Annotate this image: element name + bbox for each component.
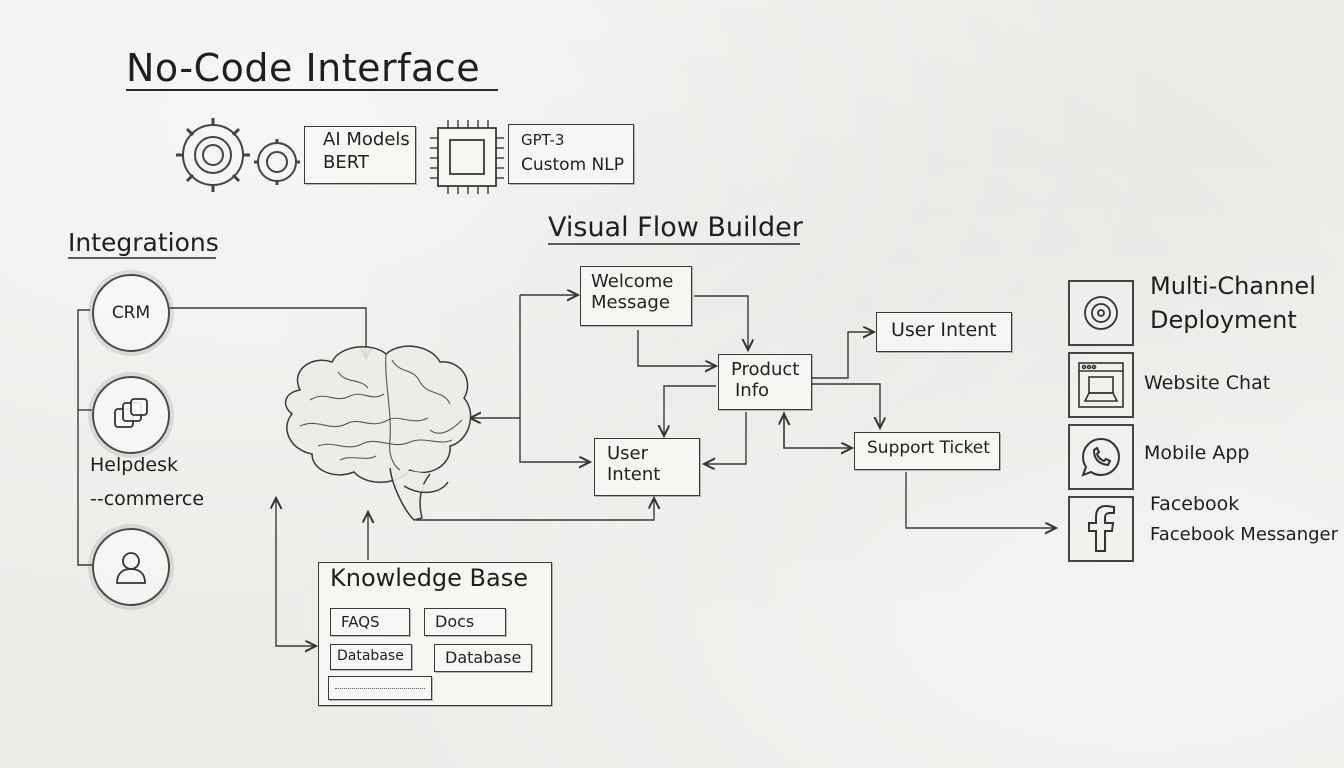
user-intent-mid-node[interactable]: User Intent [594, 438, 700, 496]
welcome-line-1: Welcome [591, 271, 674, 292]
facebook-channel[interactable] [1068, 496, 1134, 562]
mobile-app-channel[interactable] [1068, 424, 1134, 490]
ai-models-label: AI Models [323, 129, 410, 150]
bert-label: BERT [323, 152, 369, 173]
kb-faqs[interactable]: FAQS [330, 608, 410, 636]
kb-database-2[interactable]: Database [434, 644, 532, 672]
kb-database-1[interactable]: Database [330, 644, 412, 670]
ai-models-box: AI Models BERT [304, 126, 416, 184]
crm-label: CRM [111, 303, 151, 323]
support-ticket-label: Support Ticket [867, 438, 990, 458]
kb-database-2-label: Database [445, 648, 522, 667]
product-line-2: Info [735, 380, 770, 401]
mobile-app-label: Mobile App [1144, 442, 1250, 464]
chat-squares-icon [114, 398, 148, 428]
whatsapp-icon [1081, 437, 1121, 477]
website-chat-channel[interactable] [1068, 352, 1134, 418]
welcome-message-node[interactable]: Welcome Message [580, 266, 692, 326]
facebook-label: Facebook [1150, 493, 1240, 515]
knowledge-base-heading: Knowledge Base [330, 564, 528, 592]
gpt3-label: GPT-3 [521, 131, 565, 149]
facebook-messenger-label: Facebook Messanger [1150, 524, 1338, 545]
ecommerce-label: -­-commerce [90, 488, 205, 510]
kb-empty-slot [328, 676, 432, 700]
kb-faqs-label: FAQS [341, 613, 380, 631]
user-intent-top-node[interactable]: User Intent [876, 312, 1012, 352]
user-intent-mid-line-2: Intent [607, 464, 661, 485]
support-ticket-node[interactable]: Support Ticket [854, 432, 1000, 470]
facebook-icon [1088, 505, 1115, 552]
crm-circle[interactable]: CRM [92, 274, 170, 352]
website-chat-label: Website Chat [1144, 372, 1271, 394]
target-icon [1084, 296, 1118, 330]
channels-heading-line-1: Multi-Channel [1150, 272, 1316, 300]
integrations-heading: Integrations [68, 228, 219, 257]
channels-heading-line-2: Deployment [1150, 306, 1297, 334]
kb-docs-label: Docs [435, 612, 475, 631]
user-intent-top-label: User Intent [891, 319, 997, 341]
nlp-models-box: GPT-3 Custom NLP [508, 124, 634, 184]
ecommerce-circle[interactable] [92, 528, 170, 606]
helpdesk-circle[interactable] [92, 376, 170, 454]
user-icon [116, 552, 146, 584]
product-line-1: Product [731, 359, 800, 380]
target-channel[interactable] [1068, 280, 1134, 346]
kb-docs[interactable]: Docs [424, 608, 506, 636]
user-intent-mid-line-1: User [607, 443, 649, 464]
product-info-node[interactable]: Product Info [718, 354, 812, 410]
welcome-line-2: Message [591, 292, 670, 313]
flow-heading: Visual Flow Builder [548, 212, 803, 243]
kb-database-1-label: Database [337, 648, 404, 664]
laptop-icon [1078, 362, 1124, 408]
helpdesk-label: Helpdesk [90, 454, 178, 476]
custom-nlp-label: Custom NLP [521, 155, 624, 175]
page-title: No-Code Interface [126, 46, 481, 90]
